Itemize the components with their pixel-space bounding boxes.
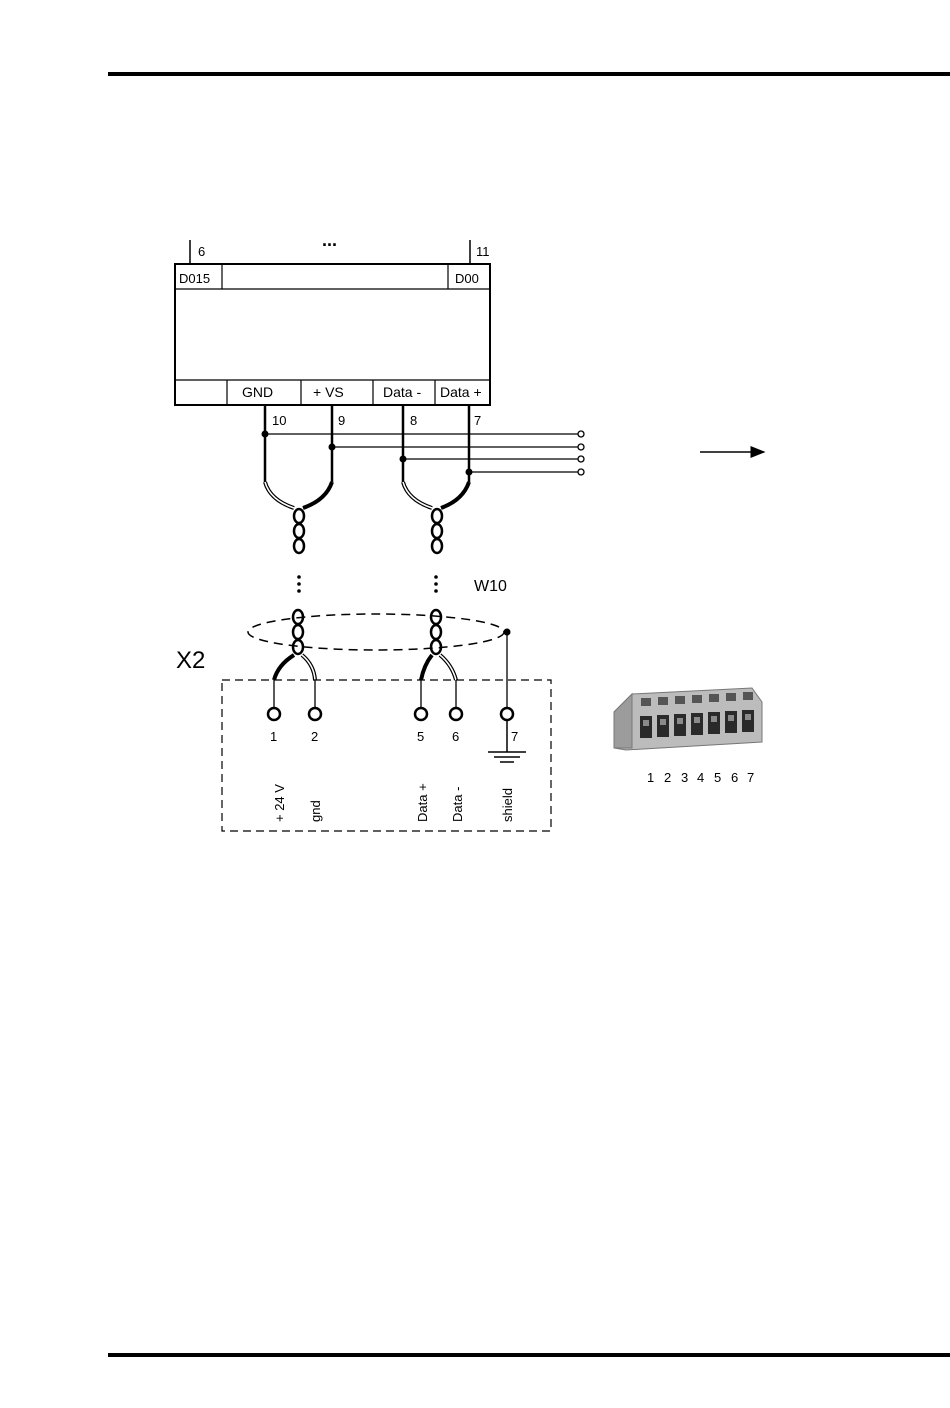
block-number-6: 6 — [731, 770, 738, 785]
ground-icon — [488, 720, 526, 762]
module-box: D015 D00 GND + VS Data - Data + — [175, 264, 490, 405]
pin-10-label: 10 — [272, 413, 286, 428]
connector-pin-7: 7 — [511, 729, 518, 744]
cable-label: W10 — [474, 578, 507, 595]
pin-9-label: 9 — [338, 413, 345, 428]
connector-pin-6: 6 — [452, 729, 459, 744]
twisted-pair-lower-right — [421, 610, 456, 680]
terminal-block-illustration — [614, 688, 762, 750]
branch-lines — [265, 431, 584, 475]
terminal-data-plus: Data + — [440, 384, 482, 400]
connector-pin-1: 1 — [270, 729, 277, 744]
terminal-gnd: GND — [242, 384, 273, 400]
block-number-2: 2 — [664, 770, 671, 785]
connector-pin-5: 5 — [417, 729, 424, 744]
block-number-5: 5 — [714, 770, 721, 785]
module-wires — [265, 405, 469, 482]
module-pin-numbers: 10 9 8 7 — [272, 413, 481, 428]
block-number-3: 3 — [681, 770, 688, 785]
cable-continuation-dots — [297, 575, 438, 593]
connector-pin-numbers: 1 2 5 6 7 — [270, 729, 518, 744]
twisted-pair-lower-left — [274, 610, 315, 680]
twisted-pair-upper-right — [403, 482, 469, 553]
junction-dots — [262, 431, 473, 476]
pin-6-label: 6 — [198, 244, 205, 259]
connector-terminals — [268, 680, 513, 720]
connector-signal-names: + 24 V gnd Data + Data - shield — [272, 783, 515, 822]
pin-7-label: 7 — [474, 413, 481, 428]
label-d00: D00 — [455, 271, 479, 286]
signal-data-plus: Data + — [415, 783, 430, 822]
signal-shield: shield — [500, 788, 515, 822]
twisted-pair-upper-left — [265, 482, 332, 553]
signal-24v: + 24 V — [272, 784, 287, 822]
block-number-7: 7 — [747, 770, 754, 785]
terminal-data-minus: Data - — [383, 384, 421, 400]
pin-11-label: 11 — [476, 244, 490, 259]
terminal-vs: + VS — [313, 384, 344, 400]
block-number-1: 1 — [647, 770, 654, 785]
terminal-block-numbers: 1 2 3 4 5 6 7 — [647, 770, 754, 785]
pin-8-label: 8 — [410, 413, 417, 428]
module-top-pins: 6 11 ... — [190, 230, 490, 264]
signal-data-minus: Data - — [450, 787, 465, 822]
ellipsis-label: ... — [322, 230, 337, 250]
block-number-4: 4 — [697, 770, 704, 785]
cable-shield — [248, 614, 504, 650]
signal-gnd: gnd — [308, 800, 323, 822]
label-d015: D015 — [179, 271, 210, 286]
connector-label: X2 — [176, 647, 205, 674]
connector-pin-2: 2 — [311, 729, 318, 744]
